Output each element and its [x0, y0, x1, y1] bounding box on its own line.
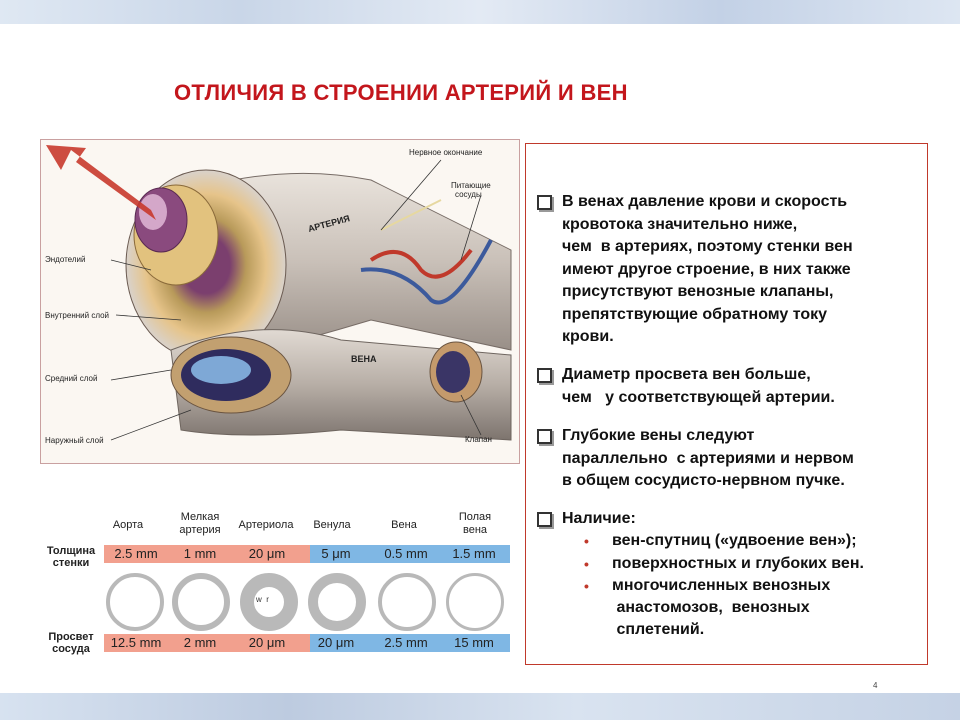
vein-ring	[378, 573, 436, 631]
vessel-illustration: Нервное окончание Питающие сосуды АРТЕРИ…	[40, 139, 520, 464]
lumen-value: 2.5 mm	[384, 635, 428, 650]
label-vein: ВЕНА	[351, 354, 377, 364]
wall-value: 2.5 mm	[114, 546, 158, 561]
artery-band-wall	[104, 545, 310, 563]
point-4-text: Наличие:	[562, 510, 636, 527]
checkbox-bullet-icon	[537, 512, 552, 527]
subpoint-3: • многочисленных венозных анастомозов, в…	[584, 575, 830, 641]
point-2: Диаметр просвета вен больше, чем у соотв…	[537, 364, 835, 409]
subpoint-1: • вен-спутниц («удвоение вен»);	[584, 530, 857, 552]
bullet-icon: •	[584, 578, 589, 594]
col-header: Мелкая артерия	[179, 511, 221, 536]
label-outer-layer: Наружный слой	[45, 436, 104, 445]
point-2-text: Диаметр просвета вен больше, чем у соотв…	[562, 366, 835, 406]
lumen-value: 20 μm	[317, 635, 355, 650]
lumen-value: 12.5 mm	[110, 635, 162, 650]
col-header: Вена	[391, 519, 417, 531]
row-label-wall: Толщина стенки	[46, 545, 96, 569]
ring-note: w r	[256, 595, 269, 604]
wall-value: 1.5 mm	[452, 546, 496, 561]
point-1: В венах давление крови и скорость кровот…	[537, 191, 853, 349]
lumen-value: 15 mm	[454, 635, 494, 650]
wall-value: 5 μm	[321, 546, 351, 561]
col-header: Аорта	[112, 519, 144, 531]
point-3-text: Глубокие вены следуют параллельно с арте…	[562, 427, 854, 489]
subpoint-1-text: вен-спутниц («удвоение вен»);	[612, 532, 857, 549]
lumen-value: 2 mm	[183, 635, 217, 650]
col-header: Артериола	[238, 519, 294, 531]
lumen-value: 20 μm	[248, 635, 286, 650]
vein-band-lumen	[310, 634, 510, 652]
checkbox-bullet-icon	[537, 368, 552, 383]
small-artery-ring	[172, 573, 230, 631]
col-header: Полая вена	[458, 511, 492, 536]
checkbox-bullet-icon	[537, 195, 552, 210]
label-nerve-ending: Нервное окончание	[409, 148, 483, 157]
bullet-icon: •	[584, 556, 589, 572]
vena-cava-ring	[446, 573, 504, 631]
label-valve: Клапан	[465, 435, 492, 444]
col-header: Венула	[313, 519, 351, 531]
wall-value: 0.5 mm	[384, 546, 428, 561]
point-4: Наличие:	[537, 508, 636, 531]
subpoint-2-text: поверхностных и глубоких вен.	[612, 555, 864, 572]
checkbox-bullet-icon	[537, 429, 552, 444]
subpoint-3-text: многочисленных венозных анастомозов, вен…	[612, 577, 831, 638]
bottom-decor-band	[0, 693, 960, 720]
text-box: В венах давление крови и скорость кровот…	[525, 143, 928, 665]
point-3: Глубокие вены следуют параллельно с арте…	[537, 425, 854, 493]
bullet-icon: •	[584, 533, 589, 549]
page-number: 4	[873, 681, 878, 690]
vessel-comparison-table: Аорта Мелкая артерия Артериола Венула Ве…	[40, 505, 510, 665]
artery-band-lumen	[104, 634, 310, 652]
subpoint-2: • поверхностных и глубоких вен.	[584, 553, 864, 575]
label-endothelium: Эндотелий	[45, 255, 85, 264]
arteriole-ring: w r	[240, 573, 298, 631]
wall-value: 20 μm	[248, 546, 286, 561]
point-1-text: В венах давление крови и скорость кровот…	[562, 193, 853, 345]
label-inner-layer: Внутренний слой	[45, 311, 109, 320]
label-feeding-vessels-1: Питающие	[451, 181, 491, 190]
vein-band-wall	[310, 545, 510, 563]
top-decor-band	[0, 0, 960, 24]
artery-vein-drawing: Нервное окончание Питающие сосуды АРТЕРИ…	[45, 145, 512, 445]
label-feeding-vessels-2: сосуды	[455, 190, 482, 199]
label-middle-layer: Средний слой	[45, 374, 97, 383]
venule-ring	[308, 573, 366, 631]
aorta-ring	[106, 573, 164, 631]
slide-title: ОТЛИЧИЯ В СТРОЕНИИ АРТЕРИЙ И ВЕН	[174, 80, 628, 105]
wall-value: 1 mm	[183, 546, 217, 561]
row-label-lumen: Просвет сосуда	[48, 631, 94, 655]
